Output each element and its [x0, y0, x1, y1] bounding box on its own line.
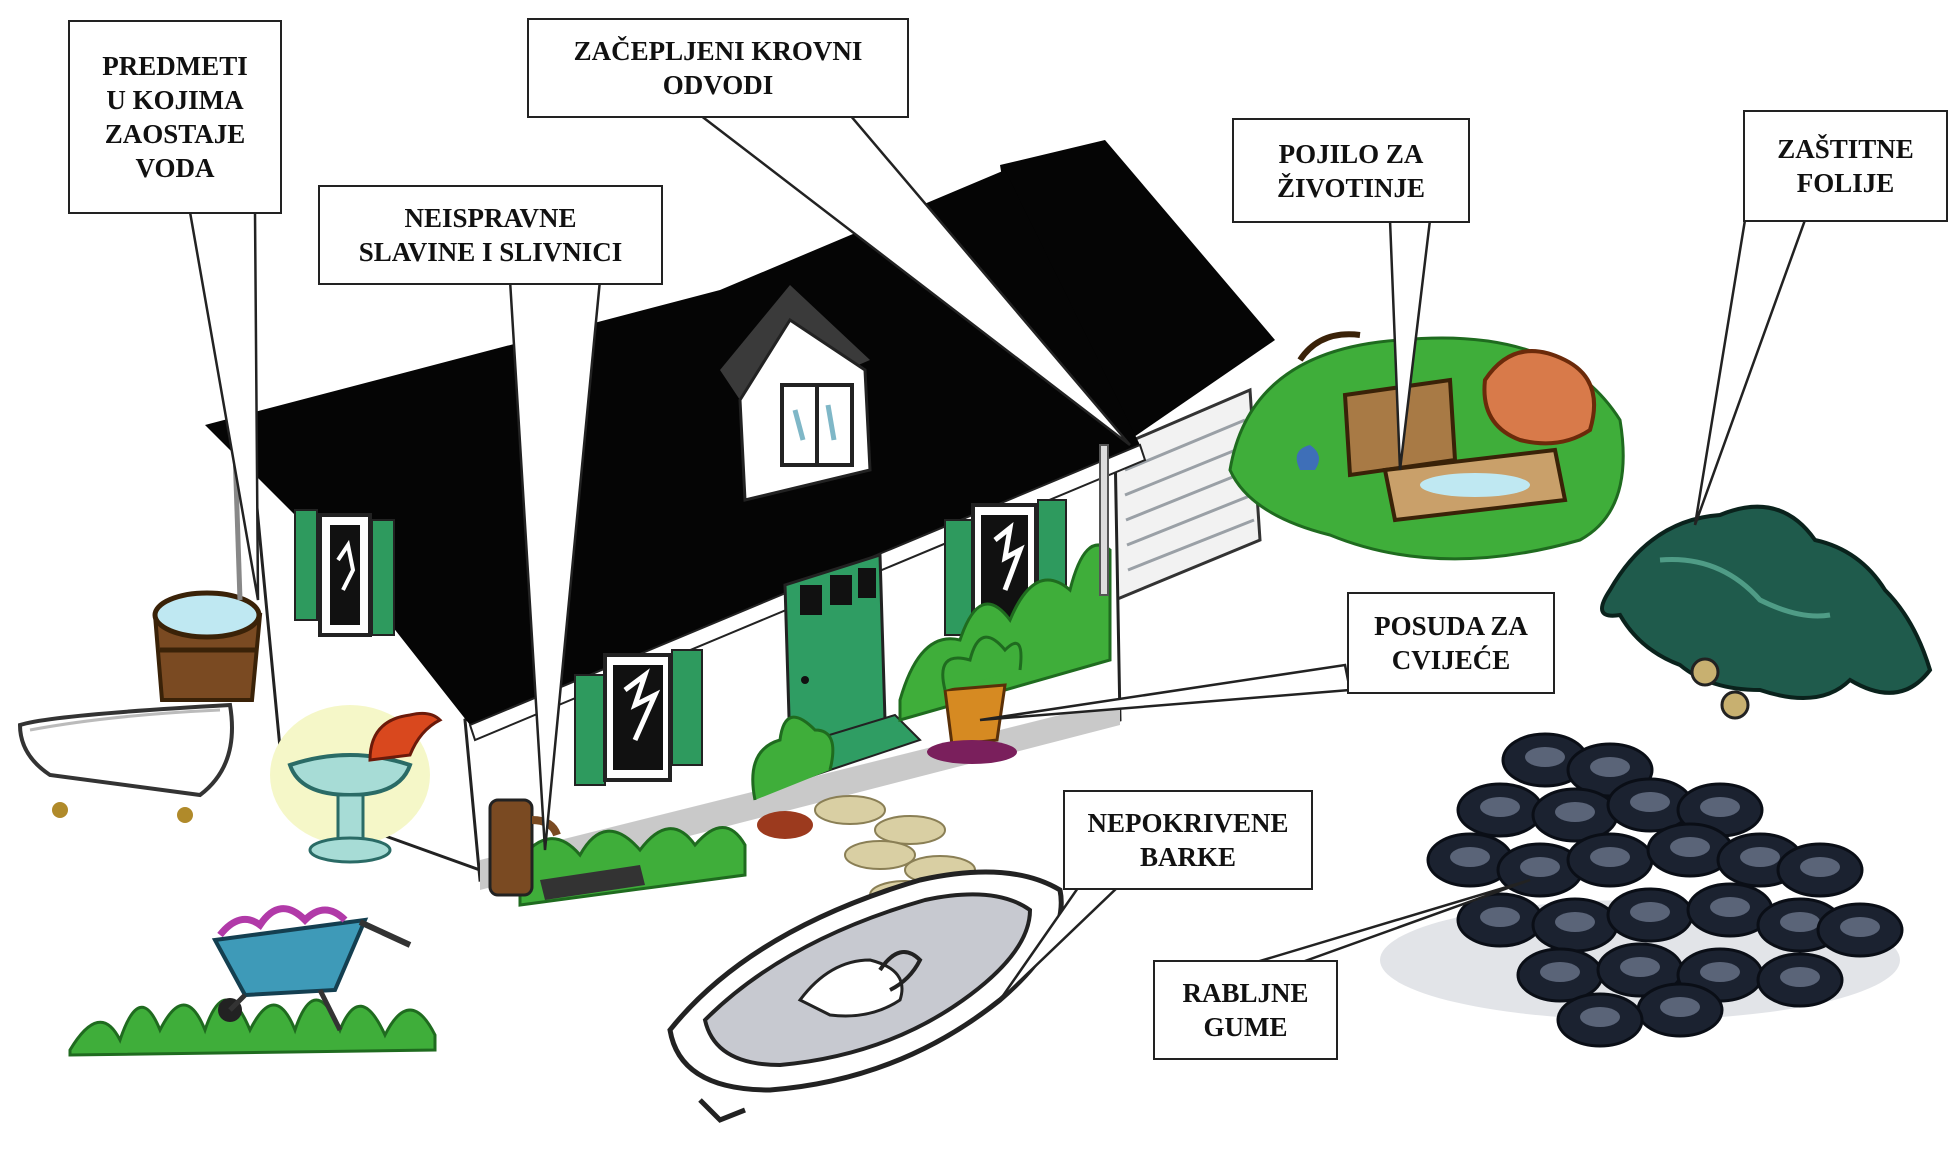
callout-barke-line-2: BARKE — [1140, 840, 1236, 874]
tire-hole — [1540, 962, 1580, 982]
tire-hole — [1555, 802, 1595, 822]
callout-predmeti: PREDMETI U KOJIMA ZAOSTAJE VODA — [68, 20, 282, 214]
tire-hole — [1800, 857, 1840, 877]
callout-posuda: POSUDA ZA CVIJEĆE — [1347, 592, 1555, 694]
animal-trough-scene — [1230, 334, 1623, 559]
callout-barke-line-1: NEPOKRIVENE — [1087, 806, 1288, 840]
tire-hole — [1480, 797, 1520, 817]
tire-hole — [1670, 837, 1710, 857]
callout-slavine-line-1: NEISPRAVNE — [404, 201, 576, 235]
left-window — [295, 510, 394, 635]
callout-slavine: NEISPRAVNE SLAVINE I SLIVNICI — [318, 185, 663, 285]
tire-hole — [1450, 847, 1490, 867]
callout-slavine-line-2: SLAVINE I SLIVNICI — [359, 235, 623, 269]
tire-hole — [1700, 962, 1740, 982]
callout-krovni-line-1: ZAČEPLJENI KROVNI — [574, 34, 863, 68]
tire-hole — [1580, 1007, 1620, 1027]
callout-folije-line-2: FOLIJE — [1797, 166, 1895, 200]
tire-hole — [1520, 857, 1560, 877]
tire-hole — [1660, 997, 1700, 1017]
callout-gume-line-1: RABLJNE — [1182, 976, 1308, 1010]
callout-predmeti-line-2: U KOJIMA — [106, 83, 243, 117]
tire-hole — [1840, 917, 1880, 937]
bathtub — [20, 705, 232, 823]
callout-barke: NEPOKRIVENE BARKE — [1063, 790, 1313, 890]
callout-predmeti-line-4: VODA — [136, 151, 215, 185]
wheelbarrow — [70, 909, 435, 1055]
callout-posuda-line-2: CVIJEĆE — [1392, 643, 1511, 677]
tire-hole — [1740, 847, 1780, 867]
callout-pojilo-line-2: ŽIVOTINJE — [1277, 171, 1425, 205]
tire-hole — [1780, 967, 1820, 987]
tire-hole — [1780, 912, 1820, 932]
tire-hole — [1590, 847, 1630, 867]
tire-hole — [1480, 907, 1520, 927]
tire-hole — [1555, 912, 1595, 932]
tire-hole — [1630, 902, 1670, 922]
callout-pojilo-line-1: POJILO ZA — [1279, 137, 1424, 171]
tire-hole — [1700, 797, 1740, 817]
pointer-predmeti — [190, 212, 258, 600]
tire-hole — [1525, 747, 1565, 767]
callout-predmeti-line-3: ZAOSTAJE — [105, 117, 246, 151]
callout-krovni: ZAČEPLJENI KROVNI ODVODI — [527, 18, 909, 118]
callout-folije-line-1: ZAŠTITNE — [1777, 132, 1914, 166]
callout-krovni-line-2: ODVODI — [663, 68, 773, 102]
callout-posuda-line-1: POSUDA ZA — [1374, 609, 1528, 643]
tire-hole — [1590, 757, 1630, 777]
tire-hole — [1710, 897, 1750, 917]
pointer-folije — [1695, 220, 1805, 525]
callout-gume: RABLJNE GUME — [1153, 960, 1338, 1060]
tarp — [1602, 507, 1930, 718]
tire-hole — [1630, 792, 1670, 812]
downspout — [1100, 445, 1108, 595]
callout-predmeti-line-1: PREDMETI — [102, 49, 248, 83]
callout-folije: ZAŠTITNE FOLIJE — [1743, 110, 1948, 222]
callout-pojilo: POJILO ZA ŽIVOTINJE — [1232, 118, 1470, 223]
tire-hole — [1620, 957, 1660, 977]
callout-gume-line-2: GUME — [1204, 1010, 1288, 1044]
